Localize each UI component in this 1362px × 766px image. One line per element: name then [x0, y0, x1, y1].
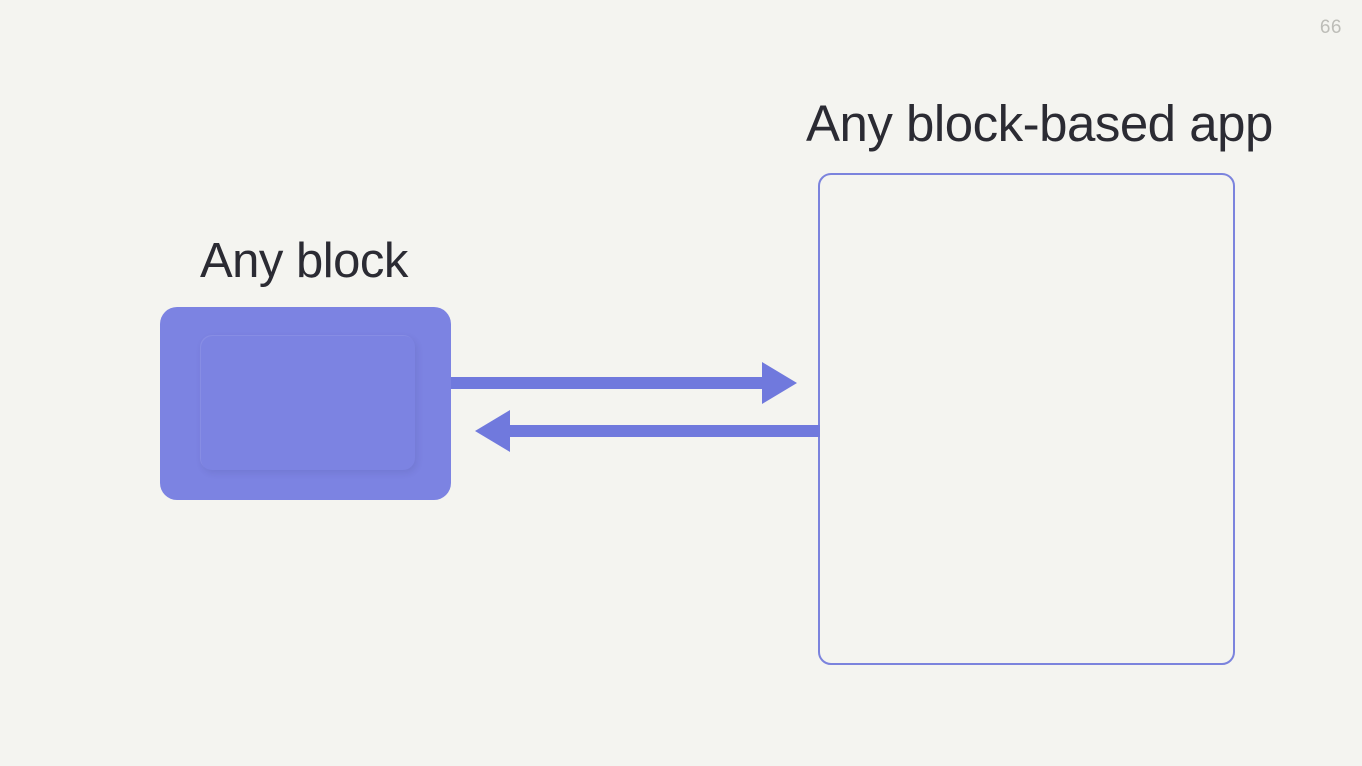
block-inner-surface	[200, 335, 415, 470]
block-title-label: Any block	[200, 234, 408, 288]
arrow-app-to-block	[475, 410, 820, 452]
page-number: 66	[1319, 17, 1342, 38]
arrow-block-to-app	[451, 362, 797, 404]
block-shape	[160, 307, 451, 500]
app-title-label: Any block-based app	[806, 95, 1273, 152]
app-frame-shape	[818, 173, 1235, 665]
